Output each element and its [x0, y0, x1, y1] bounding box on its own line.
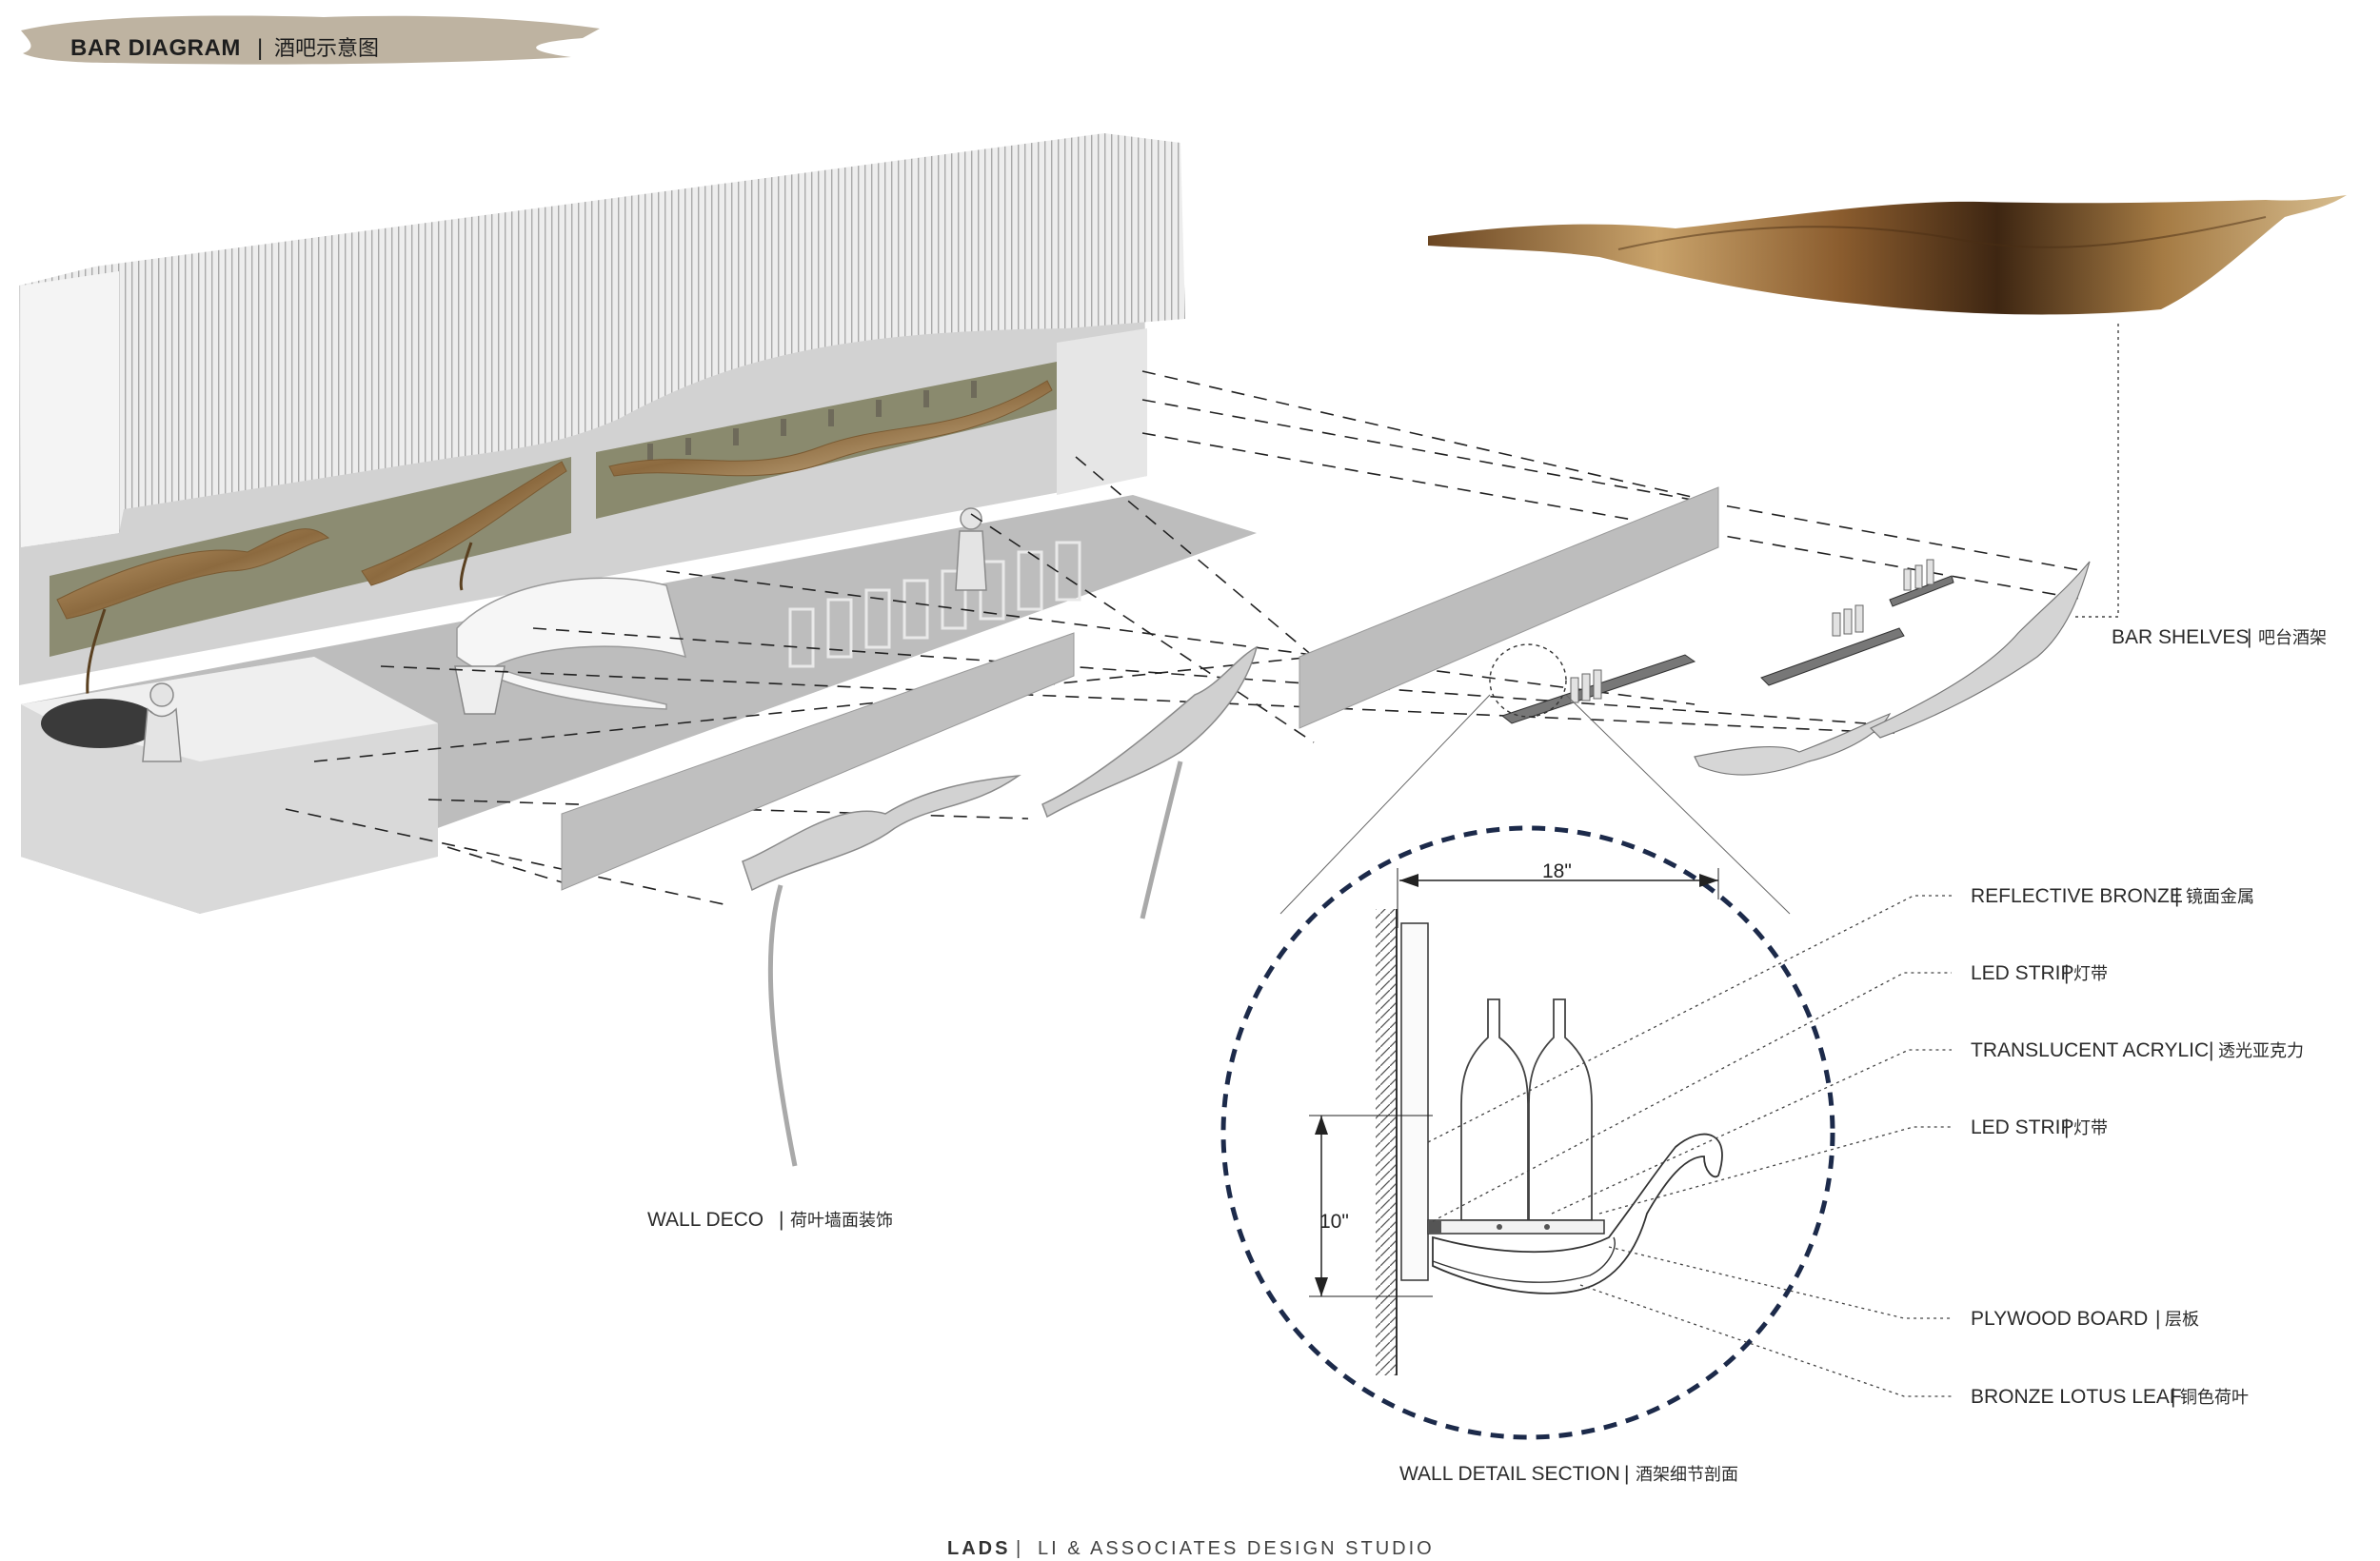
ceiling-end [21, 271, 119, 547]
shelf-bottles [1570, 559, 1934, 703]
wall-detail-sep: | [1624, 1463, 1629, 1485]
bar-shelves-label: BAR SHELVES [2112, 626, 2249, 648]
callout-label-cn: 铜色荷叶 [2180, 1388, 2249, 1407]
callout-bronze-lotus-leaf: BRONZE LOTUS LEAF | 铜色荷叶 [1971, 1386, 2249, 1408]
magnifier-ray-right [1565, 694, 1791, 915]
led-strip-back [1428, 1220, 1441, 1234]
wall-hatch [1376, 909, 1397, 1375]
back-bar-bottles [647, 381, 977, 461]
wall-lotus-leaf-mid [361, 461, 567, 586]
olive-panel-left [50, 457, 571, 657]
round-booth [41, 699, 159, 748]
callout-label-cn: 透光亚克力 [2218, 1041, 2304, 1060]
wall-detail-label: WALL DETAIL SECTION [1399, 1463, 1620, 1485]
callout-label-cn: 镜面金属 [2186, 887, 2254, 906]
callout-sep: | [2155, 1308, 2160, 1330]
bar-stools [788, 541, 1081, 668]
bronze-shelf-ribbon [608, 380, 1053, 477]
detail-magnifier-small [1489, 643, 1567, 718]
bar-shelves-label-cn: 吧台酒架 [2258, 628, 2327, 647]
led-dots [1497, 1224, 1550, 1230]
bronze-lotus-leaf-section [1432, 1133, 1723, 1294]
wall-detail-section: 18" 10" [1220, 825, 1835, 1440]
leaf-stem-mid [459, 542, 473, 591]
label-wall-detail: WALL DETAIL SECTION | 酒架细节剖面 [1399, 1463, 1738, 1485]
footer-sep: | [1016, 1538, 1023, 1559]
bar-shelves-group [1279, 195, 2347, 915]
callout-sep: | [2064, 962, 2069, 984]
page-subtitle-cn: 酒吧示意图 [274, 36, 379, 60]
page-title: BAR DIAGRAM [70, 35, 241, 61]
dim-height-label: 10" [1319, 1211, 1349, 1233]
grey-shelf-leaf-2 [1869, 561, 2091, 739]
plywood-board [1427, 1219, 1605, 1235]
brush-stroke [21, 15, 600, 65]
callout-plywood-board: PLYWOOD BOARD | 层板 [1971, 1308, 2199, 1330]
wall-deco-label-cn: 荷叶墙面装饰 [790, 1211, 893, 1230]
callout-label-cn: 层板 [2165, 1310, 2199, 1329]
wall-deco-label: WALL DECO [647, 1209, 764, 1231]
callout-led-strip-1: LED STRIP | 灯带 [1971, 962, 2108, 984]
label-wall-deco: WALL DECO | 荷叶墙面装饰 [647, 1209, 893, 1231]
callout-sep: | [2064, 1116, 2069, 1138]
callout-label: BRONZE LOTUS LEAF [1971, 1386, 2182, 1408]
wall-lotus-leaf-left [56, 528, 330, 620]
wall-deco-leaves [742, 645, 1259, 1167]
slat-ceiling [19, 133, 1185, 547]
sculpture-figures [142, 507, 987, 762]
magnifier-ray-left [1279, 694, 1491, 915]
back-panel-exploded [1299, 486, 1719, 729]
callout-translucent-acrylic: TRANSLUCENT ACRYLIC | 透光亚克力 [1971, 1039, 2304, 1061]
label-bar-shelves: BAR SHELVES | 吧台酒架 [2112, 626, 2327, 648]
bar-3d-model [19, 133, 1257, 914]
footer: LADS | LI & ASSOCIATES DESIGN STUDIO [947, 1538, 1435, 1559]
callout-label: LED STRIP [1971, 1116, 2074, 1138]
callout-led-strip-2: LED STRIP | 灯带 [1971, 1116, 2108, 1138]
callout-sep: | [2209, 1039, 2213, 1061]
callout-labels: REFLECTIVE BRONZE | 镜面金属 LED STRIP | 灯带 … [1971, 885, 2304, 1408]
wall-deco-panel [561, 632, 1075, 891]
callout-label: REFLECTIVE BRONZE [1971, 885, 2183, 907]
bronze-leaf-grain [1617, 216, 2267, 250]
footer-brand: LADS [947, 1538, 1010, 1559]
callout-leaders [1427, 895, 1952, 1397]
bar-end-wall [1057, 328, 1147, 495]
header: BAR DIAGRAM | 酒吧示意图 [21, 15, 600, 65]
callout-label: LED STRIP [1971, 962, 2074, 984]
callout-reflective-bronze: REFLECTIVE BRONZE | 镜面金属 [1971, 885, 2254, 907]
wall-detail-label-cn: 酒架细节剖面 [1636, 1465, 1738, 1484]
callout-label: PLYWOOD BOARD [1971, 1308, 2148, 1330]
grey-shelf-leaf-1 [1694, 712, 1892, 776]
leaf-stem-left [86, 608, 107, 696]
title-separator: | [257, 35, 263, 61]
ice-bucket [454, 665, 506, 715]
reflective-bronze-panel [1400, 922, 1429, 1281]
callout-label-cn: 灯带 [2073, 964, 2108, 983]
wall-deco-sep: | [779, 1209, 783, 1231]
bronze-leaf-hero [1428, 195, 2347, 315]
footer-studio: LI & ASSOCIATES DESIGN STUDIO [1038, 1538, 1435, 1559]
callout-sep: | [2171, 1386, 2175, 1408]
callout-sep: | [2174, 885, 2179, 907]
dim-width-label: 18" [1542, 860, 1572, 882]
callout-label: TRANSLUCENT ACRYLIC [1971, 1039, 2209, 1061]
olive-panel-right [596, 362, 1057, 519]
callout-label-cn: 灯带 [2073, 1118, 2108, 1137]
bar-shelves-sep: | [2247, 626, 2251, 648]
shelf-board-2 [1760, 627, 1905, 686]
detail-bottles [1460, 998, 1593, 1221]
